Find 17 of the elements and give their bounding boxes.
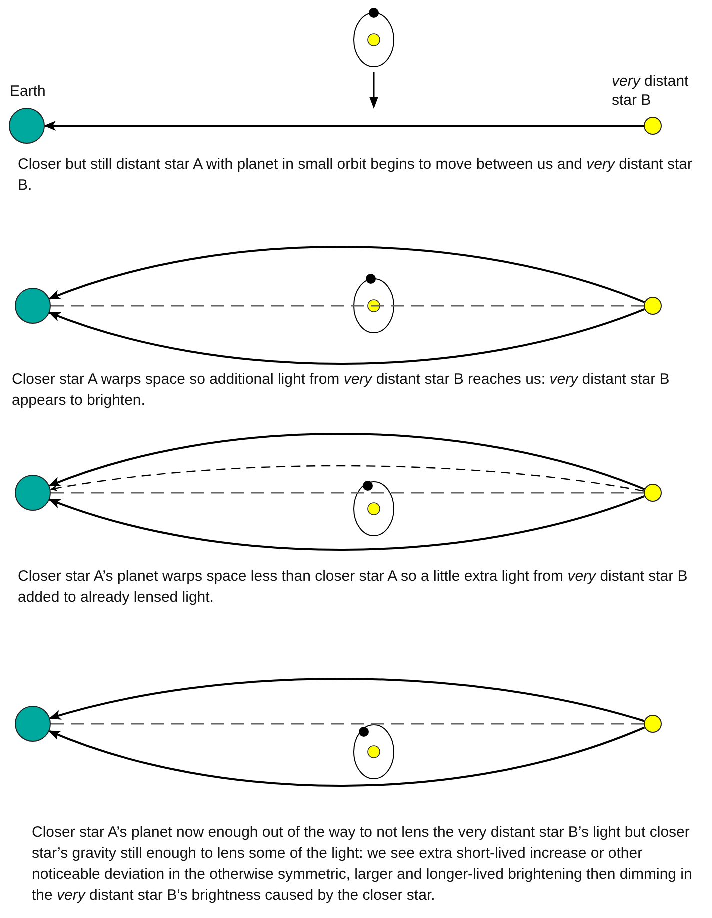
caption: Closer star A’s planet warps space less than closer star A so a little extra light from very distant star B added to already lensed light. — [18, 567, 689, 608]
dashed-line — [50, 465, 644, 492]
arrow — [48, 433, 646, 490]
caption: Closer star A warps space so additional light from very distant star B reaches us: very distant star B appears to brighten. — [12, 370, 671, 411]
arrow — [49, 678, 645, 722]
caption: Closer but still distant star A with planet in small orbit begins to move between us and very distant star B. — [18, 155, 694, 196]
arrow — [48, 308, 646, 365]
arrow — [44, 121, 644, 131]
arrow — [48, 495, 645, 551]
arrow — [48, 726, 646, 787]
dashed-line — [51, 723, 644, 725]
node-label: Earth — [10, 82, 47, 101]
dashed-line — [51, 305, 644, 307]
node-label: very distant star B — [612, 72, 690, 110]
dashed-line — [51, 492, 644, 494]
caption: Closer star A’s planet now enough out of the way to not lens the very distant star B’s light but closer star’s gravity still enough to lens some of the light: we see extra short-lived increase or other noticeable deviation in the otherwise symmetric, larger and longer-lived brightening then dimming in the very distant star B’s brightness caused by the closer star. — [32, 823, 694, 906]
arrow — [48, 246, 646, 304]
